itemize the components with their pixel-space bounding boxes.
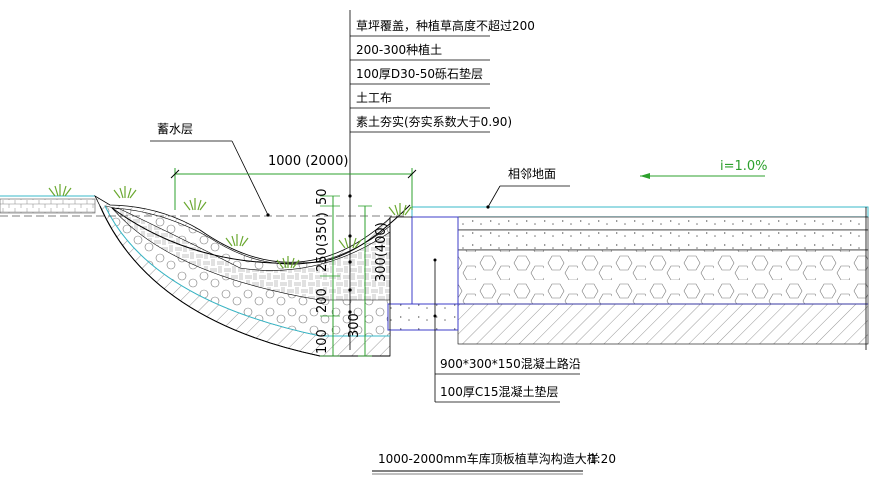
dim-300-400: 300(400)	[374, 222, 389, 282]
callout-geotextile: 土工布	[356, 91, 392, 105]
drawing-title: 1000-2000mm车库顶板植草沟构造大样 1:20	[372, 451, 616, 475]
left-bank	[0, 195, 96, 214]
drawing-scale: 1:20	[589, 452, 616, 466]
grass-clump-2	[113, 186, 137, 199]
dim-100: 100	[315, 329, 330, 354]
depth-dimensions: 50 250(350) 200 100 300 300(400)	[315, 188, 389, 357]
dim-50: 50	[315, 188, 330, 205]
dim-250: 250(350)	[315, 212, 330, 272]
grass-clump-3	[183, 198, 207, 211]
grass-clump-1	[48, 184, 72, 197]
drawing-title-text: 1000-2000mm车库顶板植草沟构造大样	[378, 451, 599, 466]
grass-clump-7	[388, 203, 412, 216]
slope-indicator: i=1.0%	[640, 159, 768, 179]
slope-label: i=1.0%	[720, 159, 768, 174]
swale-body	[94, 194, 411, 357]
callout-turf: 草坪覆盖，种植草高度不超过200	[356, 18, 535, 33]
curb-callouts: 900*300*150混凝土路沿 100厚C15混凝土垫层	[434, 260, 581, 403]
dim-200: 200	[315, 288, 330, 313]
grass-clump-4	[225, 234, 249, 247]
pavement-section	[411, 206, 869, 350]
callout-gravel: 100厚D30-50砾石垫层	[356, 66, 483, 81]
callout-planting-soil: 200-300种植土	[356, 42, 442, 57]
layer-callouts: 草坪覆盖，种植草高度不超过200 200-300种植土 100厚D30-50砾石…	[348, 10, 535, 350]
adjacent-ground-label: 相邻地面	[508, 167, 556, 181]
adjacent-ground-callout: 相邻地面	[486, 167, 570, 209]
width-dimension-label: 1000 (2000)	[268, 154, 348, 169]
dim-300: 300	[347, 313, 362, 338]
curb-label: 900*300*150混凝土路沿	[440, 356, 581, 371]
grass-clump-5	[276, 256, 300, 269]
storage-layer-callout: 蓄水层	[150, 122, 270, 217]
storage-layer-label: 蓄水层	[157, 122, 193, 136]
curb-base-label: 100厚C15混凝土垫层	[440, 384, 559, 399]
width-dimension: 1000 (2000)	[170, 154, 417, 210]
concrete-curb	[387, 216, 459, 331]
callout-compacted-soil: 素土夯实(夯实系数大于0.90)	[356, 114, 512, 129]
